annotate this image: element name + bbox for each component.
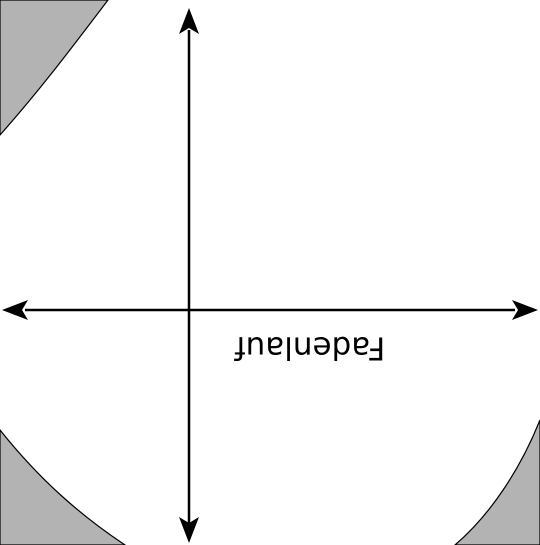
pattern-piece-top-left xyxy=(0,0,109,136)
grainline-label: Fadenlauf xyxy=(234,330,386,366)
vertical-arrow xyxy=(179,8,199,543)
pattern-piece-bottom-right xyxy=(454,419,540,545)
horizontal-arrow xyxy=(2,300,538,320)
pattern-piece-bottom-left xyxy=(0,429,127,545)
